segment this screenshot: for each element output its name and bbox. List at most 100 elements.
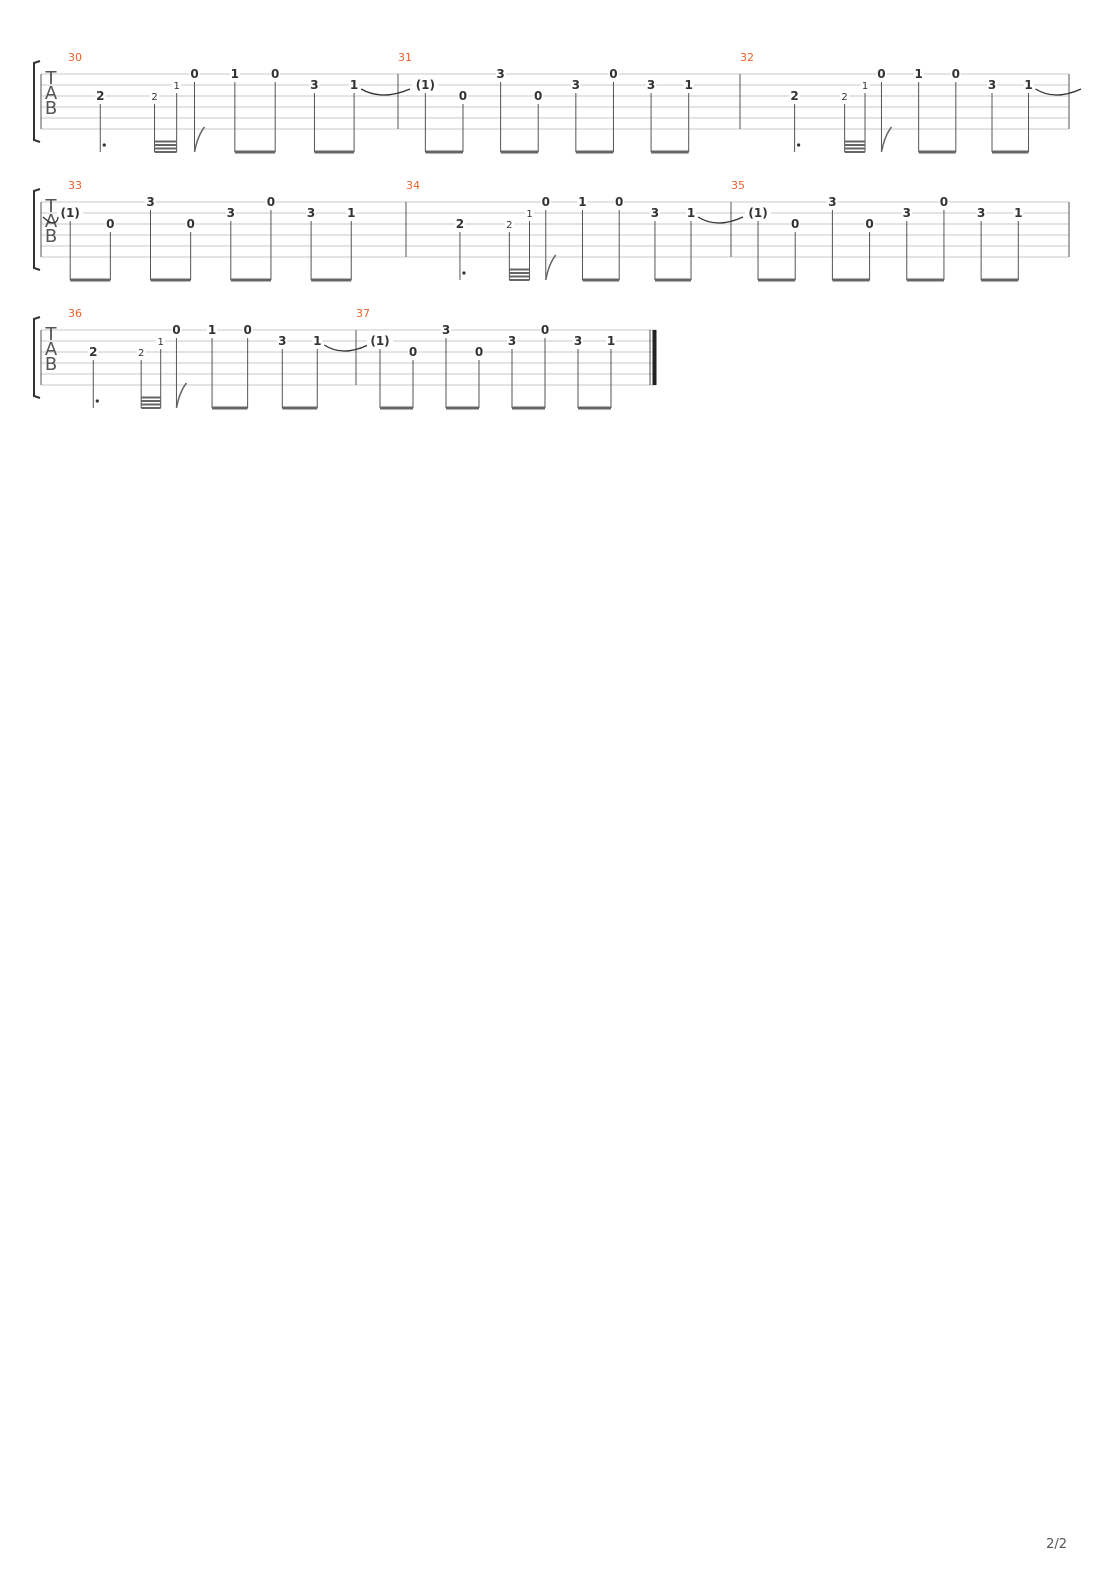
fret-number: 0	[541, 323, 549, 337]
fret-number: 0	[865, 217, 873, 231]
fret-backdrop	[649, 207, 660, 219]
fret-backdrop	[136, 346, 146, 358]
fret-backdrop	[105, 218, 116, 230]
measure-number: 34	[406, 179, 420, 192]
fret-backdrop	[495, 68, 506, 80]
fret-backdrop	[441, 324, 451, 336]
fret-backdrop	[608, 68, 619, 80]
fret-number: 3	[977, 206, 985, 220]
fret-backdrop	[156, 335, 166, 347]
fret-backdrop	[533, 90, 544, 102]
fret-number: 3	[442, 323, 450, 337]
fret-number: 2	[96, 89, 104, 103]
tie-arc	[42, 216, 59, 224]
fret-backdrop	[150, 90, 160, 102]
tab-clef-letter: B	[45, 354, 57, 375]
fret-backdrop	[346, 207, 357, 219]
tie-arc	[323, 344, 369, 352]
fret-backdrop	[265, 196, 276, 208]
fret-number: 0	[615, 195, 623, 209]
fret-number: 1	[313, 334, 321, 348]
tab-clef-letter: B	[45, 226, 57, 247]
fret-backdrop	[474, 346, 484, 358]
fret-number: 2	[151, 92, 157, 103]
fret-backdrop	[976, 207, 987, 219]
fret-number: 1	[687, 206, 695, 220]
fret-number: 3	[828, 195, 836, 209]
fret-backdrop	[185, 218, 196, 230]
fret-number: 0	[475, 345, 483, 359]
measure-number: 32	[740, 51, 754, 64]
fret-number: (1)	[61, 206, 80, 220]
fret-backdrop	[207, 324, 218, 336]
fret-number: 1	[862, 81, 868, 92]
fret-number: 3	[647, 78, 655, 92]
fret-number: 0	[534, 89, 542, 103]
tie-arc	[1035, 88, 1082, 96]
fret-number: 2	[456, 217, 464, 231]
fret-backdrop	[901, 207, 912, 219]
fret-backdrop	[540, 324, 550, 336]
fret-number: 1	[231, 67, 239, 81]
fret-number: (1)	[370, 334, 389, 348]
fret-number: (1)	[748, 206, 767, 220]
tab-clef-letter: T	[45, 68, 58, 89]
fret-backdrop	[827, 196, 838, 208]
fret-backdrop	[412, 79, 439, 91]
fret-backdrop	[88, 346, 99, 358]
tab-clef-letter: T	[45, 196, 58, 217]
tab-clef-letter: B	[45, 98, 57, 119]
fret-number: 3	[278, 334, 286, 348]
eighth-flag	[193, 126, 206, 153]
fret-backdrop	[840, 90, 850, 102]
fret-number: 2	[89, 345, 97, 359]
fret-number: 2	[506, 220, 512, 231]
fret-backdrop	[860, 79, 870, 91]
fret-number: 3	[903, 206, 911, 220]
fret-backdrop	[683, 79, 694, 91]
duration-dot	[102, 143, 106, 147]
fret-number: 3	[651, 206, 659, 220]
fret-backdrop	[507, 335, 517, 347]
fret-backdrop	[864, 218, 875, 230]
page-number: 2/2	[1046, 1537, 1067, 1552]
fret-number: 1	[350, 78, 358, 92]
fret-number: 0	[186, 217, 194, 231]
fret-backdrop	[171, 324, 182, 336]
fret-number: 1	[578, 195, 586, 209]
fret-backdrop	[454, 218, 465, 230]
measure-number: 36	[68, 307, 82, 320]
fret-number: 3	[310, 78, 318, 92]
fret-backdrop	[938, 196, 949, 208]
fret-backdrop	[646, 79, 657, 91]
fret-number: 1	[914, 67, 922, 81]
fret-backdrop	[172, 79, 182, 91]
fret-backdrop	[525, 207, 534, 219]
fret-backdrop	[577, 196, 588, 208]
fret-backdrop	[1023, 79, 1034, 91]
fret-backdrop	[270, 68, 281, 80]
fret-backdrop	[95, 90, 106, 102]
fret-number: 1	[347, 206, 355, 220]
fret-backdrop	[306, 207, 317, 219]
fret-number: 2	[790, 89, 798, 103]
fret-number: 0	[172, 323, 180, 337]
fret-backdrop	[614, 196, 625, 208]
measure-number: 31	[398, 51, 412, 64]
fret-number: 0	[267, 195, 275, 209]
fret-backdrop	[950, 68, 961, 80]
measure-number: 37	[356, 307, 370, 320]
tie-arc	[360, 88, 411, 96]
fret-number: 1	[685, 78, 693, 92]
fret-number: 3	[227, 206, 235, 220]
fret-number: 0	[877, 67, 885, 81]
tab-clef-letter: A	[45, 339, 58, 360]
fret-number: 3	[572, 78, 580, 92]
fret-number: 0	[243, 323, 251, 337]
fret-number: 0	[459, 89, 467, 103]
fret-number: 3	[574, 334, 582, 348]
duration-dot	[95, 399, 99, 403]
fret-number: 0	[542, 195, 550, 209]
fret-backdrop	[277, 335, 288, 347]
fret-backdrop	[145, 196, 156, 208]
